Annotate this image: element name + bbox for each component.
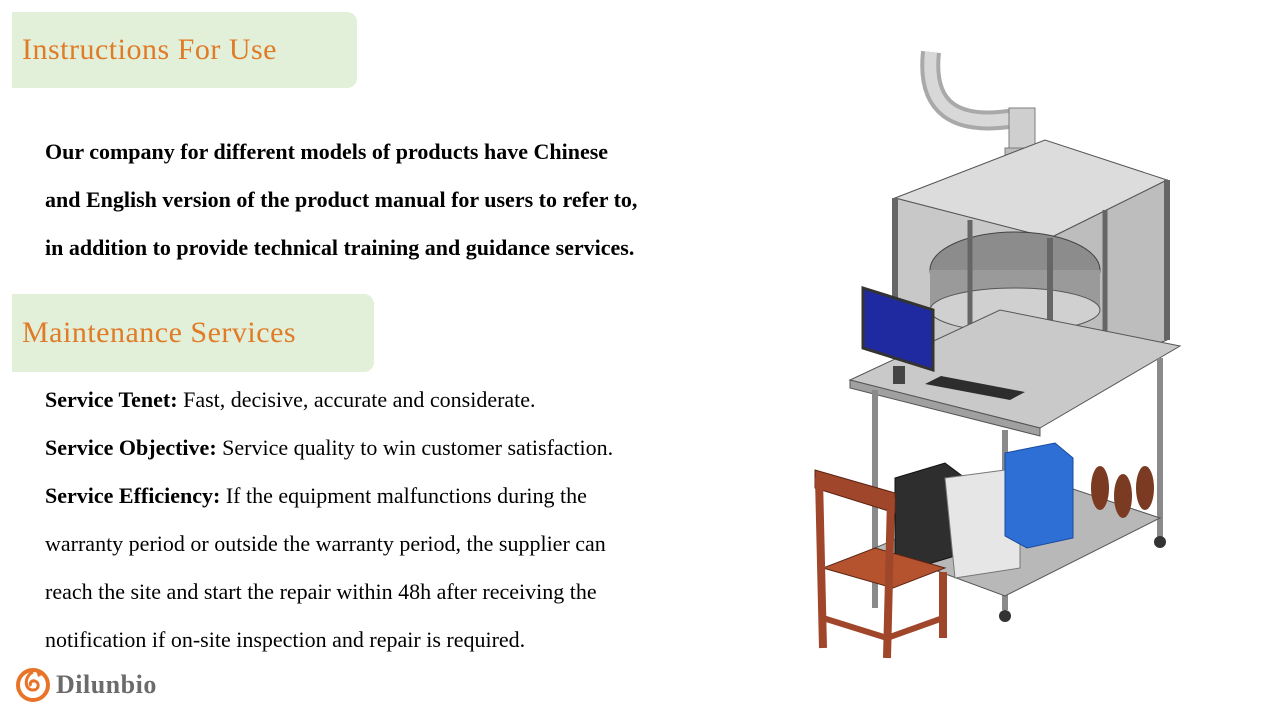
dilunbio-logo-icon [16, 668, 50, 702]
service-objective-label: Service Objective: [45, 435, 217, 460]
instructions-paragraph: Our company for different models of prod… [45, 128, 785, 272]
service-objective-text: Service quality to win customer satisfac… [216, 435, 614, 460]
service-tenet-text: Fast, decisive, accurate and considerate… [177, 387, 536, 412]
maintenance-details: Service Tenet: Fast, decisive, accurate … [45, 376, 765, 664]
equipment-illustration [814, 50, 1182, 659]
instructions-line: in addition to provide technical trainin… [45, 235, 635, 260]
service-efficiency-line: notification if on-site inspection and r… [45, 627, 526, 652]
instructions-heading: Instructions For Use [12, 12, 357, 88]
service-efficiency-label: Service Efficiency: [45, 483, 221, 508]
service-efficiency-text: If the equipment malfunctions during the [220, 483, 587, 508]
service-tenet: Service Tenet: Fast, decisive, accurate … [45, 376, 765, 424]
logo-text: Dilunbio [56, 670, 157, 699]
instructions-heading-text: Instructions For Use [22, 33, 277, 66]
service-efficiency-line: reach the site and start the repair with… [45, 579, 597, 604]
service-objective: Service Objective: Service quality to wi… [45, 424, 765, 472]
instructions-line: and English version of the product manua… [45, 187, 638, 212]
service-efficiency-line: warranty period or outside the warranty … [45, 531, 606, 556]
instructions-line: Our company for different models of prod… [45, 139, 609, 164]
maintenance-heading: Maintenance Services [12, 294, 374, 372]
maintenance-heading-text: Maintenance Services [22, 316, 297, 349]
company-logo: Dilunbio [16, 668, 157, 702]
service-efficiency: Service Efficiency: If the equipment mal… [45, 472, 765, 520]
service-tenet-label: Service Tenet: [45, 387, 178, 412]
